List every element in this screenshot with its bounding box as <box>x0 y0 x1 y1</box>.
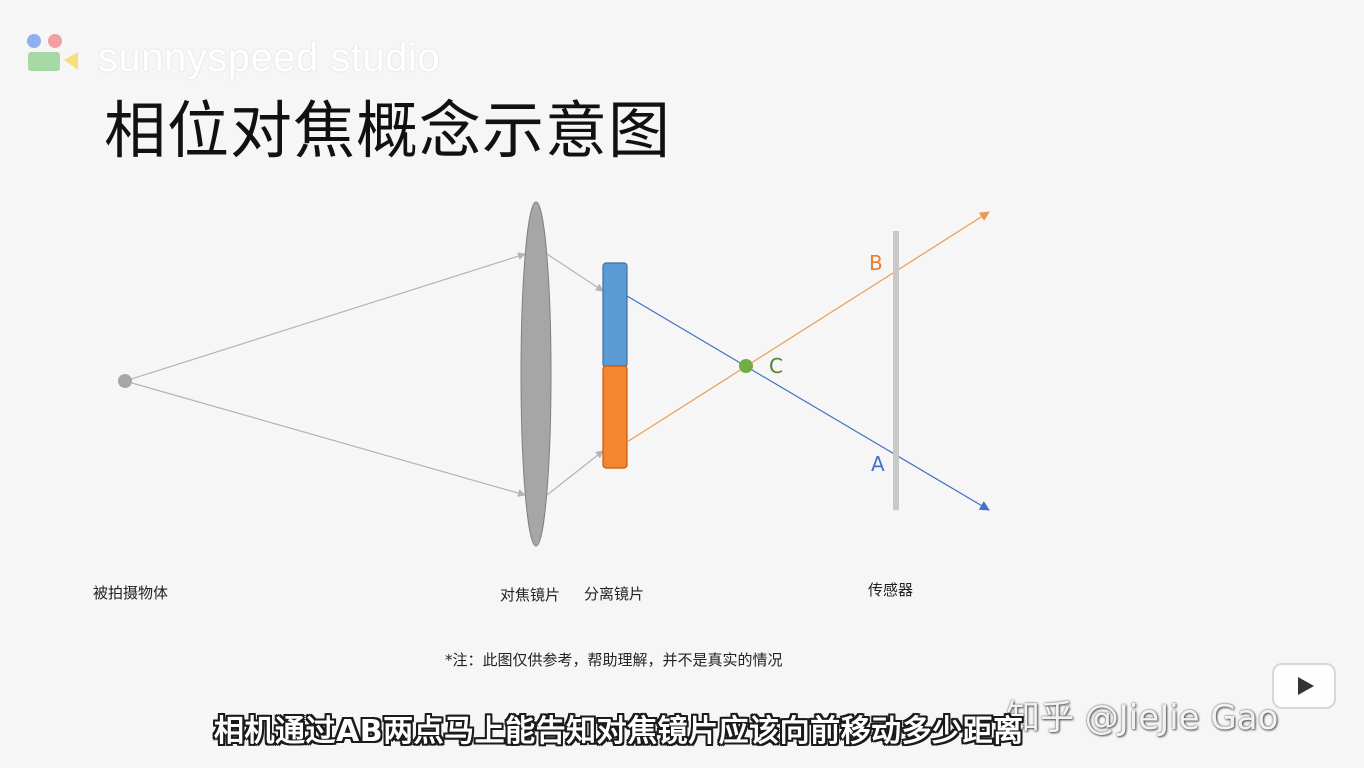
focus-lens <box>520 201 552 547</box>
ray-blue <box>626 295 990 511</box>
ray-lens-to-separator-top <box>546 253 604 292</box>
ray-object-to-lens-top <box>124 252 526 382</box>
ray-orange <box>626 211 990 443</box>
separator-lens-blue <box>602 262 628 368</box>
ray-lens-to-separator-bottom <box>546 450 604 496</box>
label-object: 被拍摄物体 <box>93 584 169 602</box>
sensor <box>893 231 899 510</box>
label-b: B <box>869 251 883 275</box>
separator-lens-orange <box>602 365 628 469</box>
page-title: 相位对焦概念示意图 <box>104 94 672 167</box>
watermark-text: sunnyspeed studio <box>98 36 441 80</box>
label-focus-lens: 对焦镜片 <box>500 586 561 604</box>
label-separator-lens: 分离镜片 <box>584 585 645 603</box>
label-sensor: 传感器 <box>868 581 914 599</box>
play-icon <box>1298 677 1314 695</box>
platform-watermark: 知乎 @JieJie Gao <box>1006 698 1279 738</box>
label-a: A <box>871 452 885 476</box>
footnote: *注：此图仅供参考，帮助理解，并不是真实的情况 <box>445 651 783 669</box>
ray-object-to-lens-bottom <box>124 380 526 497</box>
point-c <box>739 359 753 373</box>
play-button[interactable] <box>1272 663 1336 709</box>
video-subtitle: 相机通过AB两点马上能告知对焦镜片应该向前移动多少距离 <box>214 714 1024 749</box>
sunnyspeed-logo-icon <box>27 34 78 71</box>
label-c: C <box>769 354 783 378</box>
object-point <box>118 374 132 388</box>
